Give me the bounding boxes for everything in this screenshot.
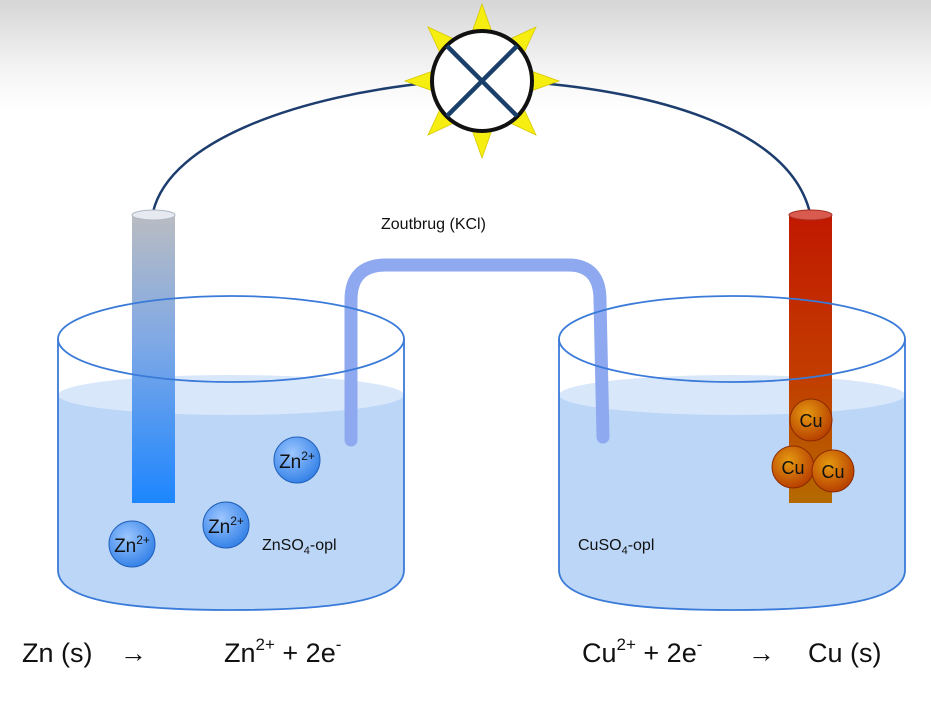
wire: [151, 80, 812, 214]
right-equation-arrow: →: [748, 638, 775, 668]
svg-text:Cu: Cu: [781, 458, 804, 478]
right-solution-label: CuSO4-opl: [578, 537, 654, 557]
zn-ion-2: Zn2+: [202, 501, 250, 549]
salt-bridge-label: Zoutbrug (KCl): [381, 216, 486, 233]
lamp-icon: [430, 29, 534, 133]
right-equation-reactant: Cu2+ + 2e-: [582, 635, 703, 668]
left-solution-label: ZnSO4-opl: [262, 537, 337, 557]
svg-text:Zn2+: Zn2+: [114, 533, 150, 557]
cu-atom-3: Cu: [811, 449, 855, 493]
svg-text:Zn2+: Zn2+: [208, 514, 244, 538]
left-equation-reactant: Zn (s): [22, 638, 93, 668]
right-beaker: [559, 375, 905, 610]
left-equation-product: Zn2+ + 2e-: [224, 635, 342, 668]
svg-text:Cu: Cu: [821, 462, 844, 482]
beaker-outlines: [57, 295, 906, 611]
svg-text:Zn2+: Zn2+: [279, 449, 315, 473]
zn-ion-1: Zn2+: [273, 436, 321, 484]
zn-ion-3: Zn2+: [108, 520, 156, 568]
cu-atom-1: Cu: [789, 398, 833, 442]
left-equation-arrow: →: [120, 638, 147, 668]
svg-text:Cu: Cu: [799, 411, 822, 431]
cu-atom-2: Cu: [771, 445, 815, 489]
salt-bridge: [344, 258, 610, 447]
zinc-electrode: [131, 209, 176, 503]
right-equation-product: Cu (s): [808, 638, 882, 668]
